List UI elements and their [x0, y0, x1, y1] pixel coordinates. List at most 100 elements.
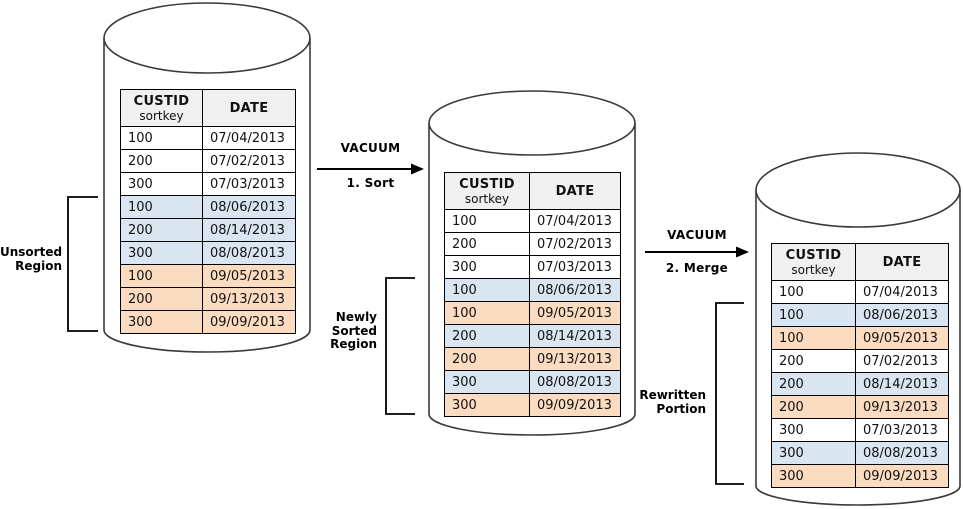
- custid-cell: 200: [771, 349, 856, 373]
- date-cell: 09/05/2013: [855, 326, 949, 350]
- date-header: DATE: [855, 243, 949, 281]
- custid-cell: 300: [444, 393, 530, 417]
- table-header-row: CUSTID sortkey DATE: [120, 89, 296, 127]
- label-line: Portion: [656, 401, 706, 416]
- date-cell: 08/08/2013: [529, 370, 621, 394]
- date-cell: 08/06/2013: [202, 195, 296, 219]
- date-header: DATE: [529, 172, 621, 210]
- custid-cell: 100: [444, 278, 530, 302]
- date-header-title: DATE: [555, 183, 595, 199]
- custid-cell: 100: [120, 195, 203, 219]
- custid-cell: 100: [444, 209, 530, 233]
- unsorted-region-label: Unsorted Region: [0, 245, 63, 273]
- vacuum-merge-step: 2. Merge: [665, 261, 729, 275]
- custid-header: CUSTID sortkey: [120, 89, 203, 127]
- date-cell: 08/14/2013: [529, 324, 621, 348]
- custid-header-title: CUSTID: [133, 93, 190, 109]
- custid-cell: 100: [771, 303, 856, 327]
- custid-header-title: CUSTID: [459, 176, 515, 192]
- date-cell: 07/03/2013: [202, 172, 296, 196]
- label-line: Unsorted: [0, 245, 63, 259]
- custid-header: CUSTID sortkey: [771, 243, 856, 281]
- date-cell: 09/09/2013: [529, 393, 621, 417]
- vacuum-sort-arrow: [317, 163, 424, 175]
- date-cell: 07/02/2013: [855, 349, 949, 373]
- custid-cell: 100: [444, 301, 530, 325]
- custid-cell: 200: [120, 287, 203, 311]
- unsorted-region-bracket: [67, 196, 98, 332]
- custid-cell: 300: [771, 464, 856, 488]
- date-cell: 09/09/2013: [855, 464, 949, 488]
- date-cell: 08/14/2013: [855, 372, 949, 396]
- custid-cell: 300: [120, 310, 203, 334]
- date-cell: 08/06/2013: [855, 303, 949, 327]
- label-line: Region: [15, 258, 62, 273]
- label-line: Rewritten: [639, 388, 706, 402]
- sortkey-subtitle: sortkey: [791, 262, 836, 277]
- custid-header: CUSTID sortkey: [444, 172, 530, 210]
- date-cell: 09/13/2013: [855, 395, 949, 419]
- date-cell: 09/13/2013: [529, 347, 621, 371]
- custid-cell: 200: [771, 395, 856, 419]
- date-cell: 07/04/2013: [202, 126, 296, 150]
- custid-cell: 300: [771, 441, 856, 465]
- sortkey-subtitle: sortkey: [139, 108, 184, 123]
- sortkey-subtitle: sortkey: [464, 191, 510, 206]
- custid-cell: 100: [120, 264, 203, 288]
- custid-cell: 100: [771, 280, 856, 304]
- date-cell: 09/05/2013: [529, 301, 621, 325]
- date-cell: 07/04/2013: [529, 209, 621, 233]
- custid-cell: 300: [120, 241, 203, 265]
- date-header: DATE: [202, 89, 296, 127]
- date-cell: 07/03/2013: [855, 418, 949, 442]
- custid-cell: 200: [444, 232, 530, 256]
- custid-cell: 100: [120, 126, 203, 150]
- custid-cell: 300: [120, 172, 203, 196]
- date-cell: 09/05/2013: [202, 264, 296, 288]
- date-cell: 07/02/2013: [202, 149, 296, 173]
- newly-sorted-region-label: Newly Sorted Region: [300, 310, 377, 352]
- rewritten-portion-label: Rewritten Portion: [612, 388, 706, 416]
- newly-sorted-region-bracket: [385, 277, 415, 415]
- vacuum-sort-title: VACUUM: [340, 141, 401, 155]
- date-cell: 09/09/2013: [202, 310, 296, 334]
- date-cell: 07/04/2013: [855, 280, 949, 304]
- rewritten-portion-bracket: [715, 302, 744, 485]
- custid-cell: 200: [120, 218, 203, 242]
- custid-cell: 300: [771, 418, 856, 442]
- vacuum-merge-arrow: [645, 246, 749, 258]
- custid-cell: 200: [771, 372, 856, 396]
- vacuum-sort-step: 1. Sort: [346, 176, 395, 190]
- custid-cell: 100: [771, 326, 856, 350]
- custid-cell: 300: [444, 255, 530, 279]
- date-cell: 07/02/2013: [529, 232, 621, 256]
- table-header-row: CUSTID sortkey DATE: [771, 243, 949, 281]
- date-cell: 08/08/2013: [855, 441, 949, 465]
